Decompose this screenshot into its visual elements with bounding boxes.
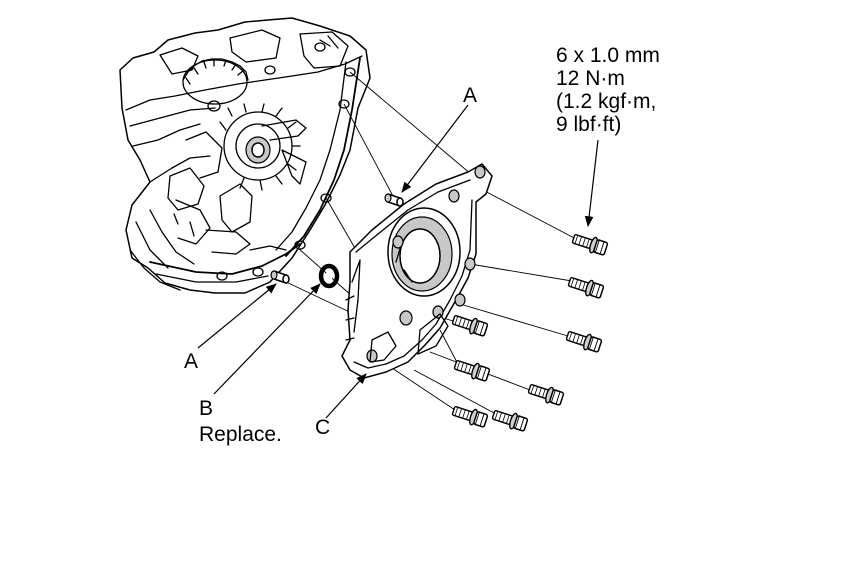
- bolt-1: [570, 230, 610, 258]
- spec-bolt-size: 6 x 1.0 mm: [556, 44, 660, 67]
- spec-torque-nm: 12 N·m: [556, 67, 625, 90]
- callout-c: C: [315, 416, 330, 439]
- spec-torque-lbfft: 9 lbf·ft): [556, 113, 621, 136]
- oil-seal-housing: [341, 163, 493, 379]
- callout-a-top: A: [463, 84, 477, 107]
- engine-block: [119, 17, 371, 294]
- callout-b-note: Replace.: [199, 423, 282, 446]
- dowel-pin-lower: [270, 270, 290, 284]
- leader-b: [213, 283, 321, 395]
- leader-arrows: [197, 104, 599, 419]
- leader-spec: [584, 139, 599, 228]
- bolt-4: [450, 311, 490, 339]
- leader-a-left: [197, 283, 277, 349]
- o-ring: [318, 263, 340, 289]
- bolt-2: [566, 273, 606, 301]
- callout-a-left: A: [184, 350, 198, 373]
- bolt-3: [564, 327, 604, 355]
- spec-torque-kgfm: (1.2 kgf·m,: [556, 90, 656, 113]
- bolt-8: [490, 406, 530, 434]
- callout-b-letter: B: [199, 397, 213, 420]
- torque-spec: 6 x 1.0 mm 12 N·m (1.2 kgf·m, 9 lbf·ft): [556, 44, 660, 136]
- dowel-pin-upper: [384, 193, 404, 207]
- leader-c: [325, 373, 367, 419]
- bolt-5: [452, 356, 492, 384]
- bolt-6: [526, 380, 566, 408]
- leader-a-top: [401, 104, 469, 193]
